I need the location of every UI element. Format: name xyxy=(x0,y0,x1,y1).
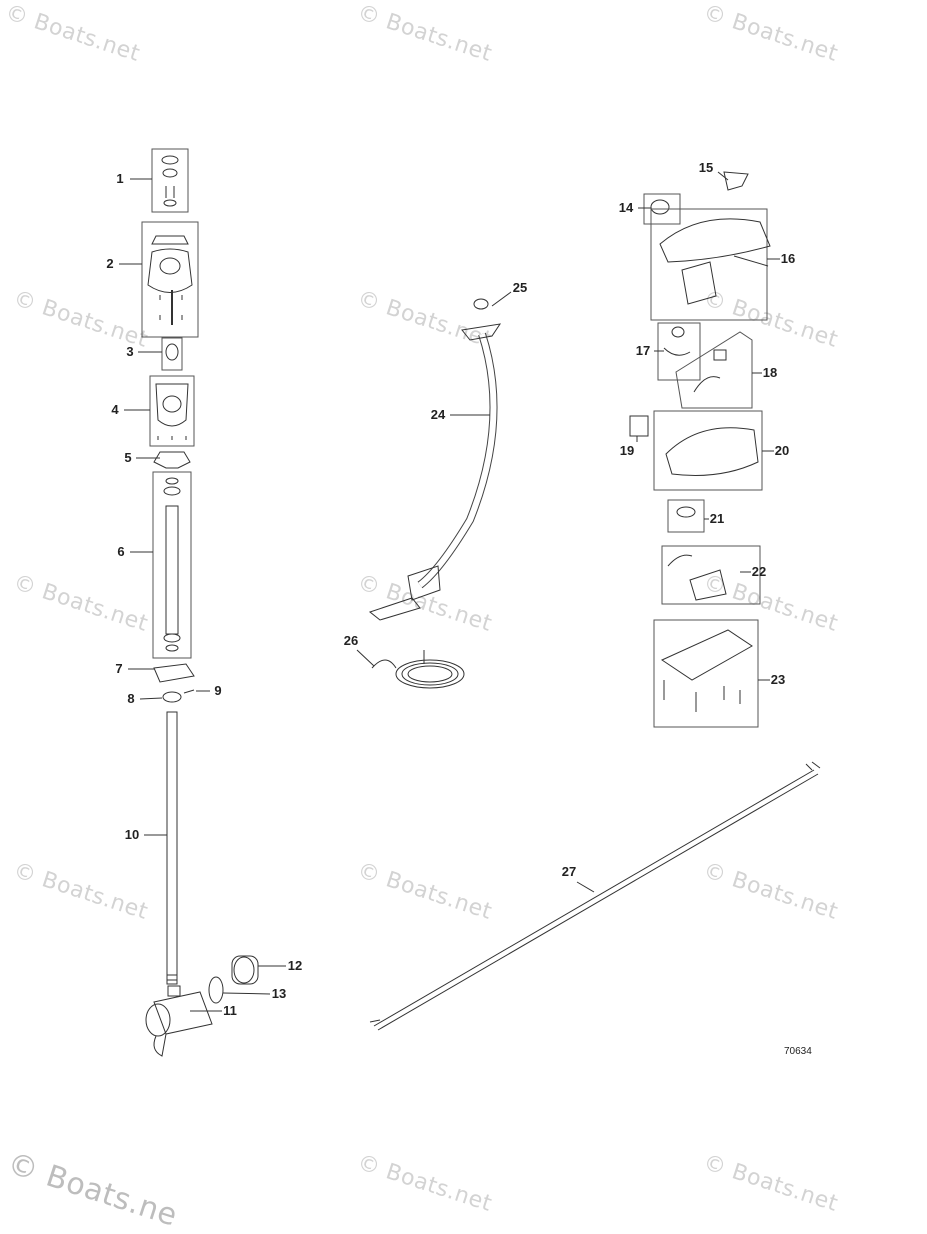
callout-13: 13 xyxy=(272,986,286,1001)
diagram-reference-number: 70634 xyxy=(784,1046,812,1057)
part-2-box xyxy=(141,221,199,338)
callout-2: 2 xyxy=(106,256,113,271)
callout-20: 20 xyxy=(775,443,789,458)
callout-3: 3 xyxy=(126,344,133,359)
leader-lines xyxy=(119,171,780,1012)
callout-4: 4 xyxy=(111,402,119,417)
part-25-connector xyxy=(473,298,489,310)
part-11-motor xyxy=(153,991,213,1035)
part-9-pin xyxy=(183,689,195,694)
part-23-box xyxy=(653,619,759,728)
callout-5: 5 xyxy=(124,450,131,465)
callout-21: 21 xyxy=(710,511,724,526)
part-12-cap xyxy=(231,955,259,985)
part-17-box xyxy=(657,322,701,381)
callout-1: 1 xyxy=(116,171,123,186)
part-13-ring xyxy=(208,976,224,1004)
callout-14: 14 xyxy=(619,200,634,215)
parts-diagram-page: © Boats.net© Boats.net© Boats.net© Boats… xyxy=(2,0,841,1234)
callout-26: 26 xyxy=(344,633,358,648)
exploded-parts-diagram: 1234567891011121314151617181920212223242… xyxy=(106,148,821,1057)
part-6-box xyxy=(152,471,192,659)
callout-7: 7 xyxy=(115,661,122,676)
part-18-box xyxy=(675,331,753,409)
part-26-cable-coil xyxy=(371,650,465,689)
callout-18: 18 xyxy=(763,365,777,380)
part-22-box xyxy=(661,545,761,605)
part-4-box xyxy=(149,375,195,447)
part-10-shaft xyxy=(166,711,178,985)
part-19-switch xyxy=(629,415,649,437)
callout-19: 19 xyxy=(620,443,634,458)
part-15-clip xyxy=(723,171,749,191)
callout-15: 15 xyxy=(699,160,713,175)
part-24-hose xyxy=(417,332,498,589)
callout-10: 10 xyxy=(125,827,139,842)
part-21-box xyxy=(667,499,705,533)
part-27-cable xyxy=(369,761,821,1031)
callout-11: 11 xyxy=(223,1003,237,1018)
callout-9: 9 xyxy=(214,683,221,698)
callout-25: 25 xyxy=(513,280,527,295)
callout-22: 22 xyxy=(752,564,766,579)
callout-17: 17 xyxy=(636,343,650,358)
callout-8: 8 xyxy=(127,691,134,706)
part-5-collar xyxy=(153,451,191,469)
part-16-box xyxy=(650,208,768,321)
part-8-ring xyxy=(162,691,182,703)
callout-16: 16 xyxy=(781,251,795,266)
callout-27: 27 xyxy=(562,864,576,879)
callout-12: 12 xyxy=(288,958,302,973)
part-1-box xyxy=(151,148,189,213)
callout-24: 24 xyxy=(431,407,446,422)
callout-23: 23 xyxy=(771,672,785,687)
part-7-clamp xyxy=(153,663,195,683)
callout-6: 6 xyxy=(117,544,124,559)
part-3-box xyxy=(161,337,183,371)
